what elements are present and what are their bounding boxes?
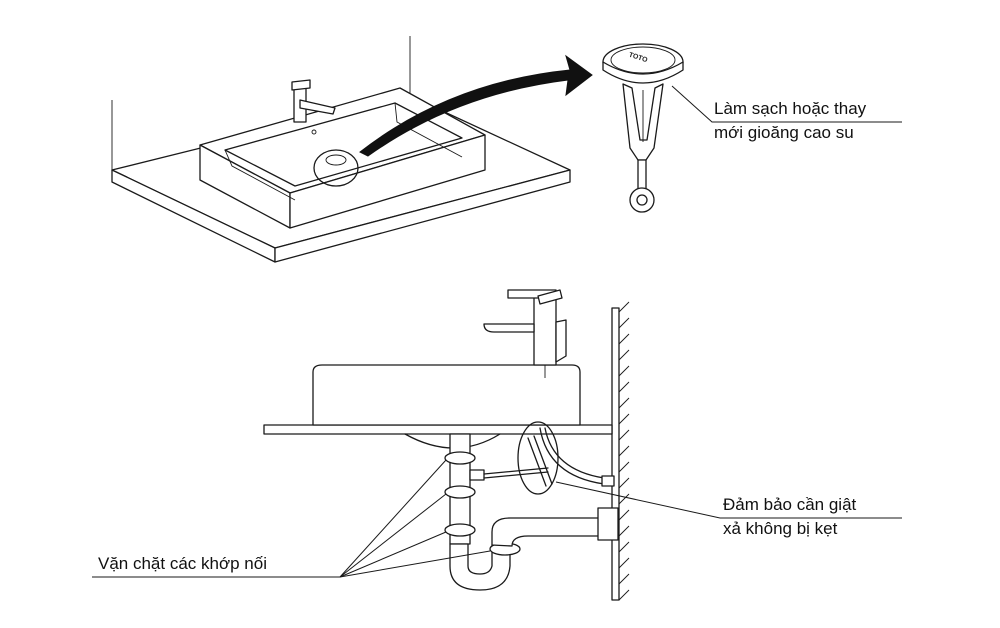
rubber-seal-label-line1: Làm sạch hoặc thay xyxy=(714,99,867,118)
pointer-arrow-icon xyxy=(359,54,593,157)
drain-lever-label-line1: Đảm bảo cần giật xyxy=(723,495,857,514)
bottom-plumbing-illustration xyxy=(263,289,630,601)
rubber-seal-leader xyxy=(671,85,902,123)
drain-lever-leader xyxy=(555,481,902,519)
drain-lever-label-line2: xả không bị kẹt xyxy=(723,519,838,538)
rubber-seal-label-line2: mới gioăng cao su xyxy=(714,123,854,142)
drain-stopper-illustration: TOTO xyxy=(602,43,684,213)
tighten-joints-label: Vặn chặt các khớp nối xyxy=(98,554,267,573)
tighten-joints-leaders xyxy=(92,459,491,578)
top-basin-illustration xyxy=(111,36,571,263)
